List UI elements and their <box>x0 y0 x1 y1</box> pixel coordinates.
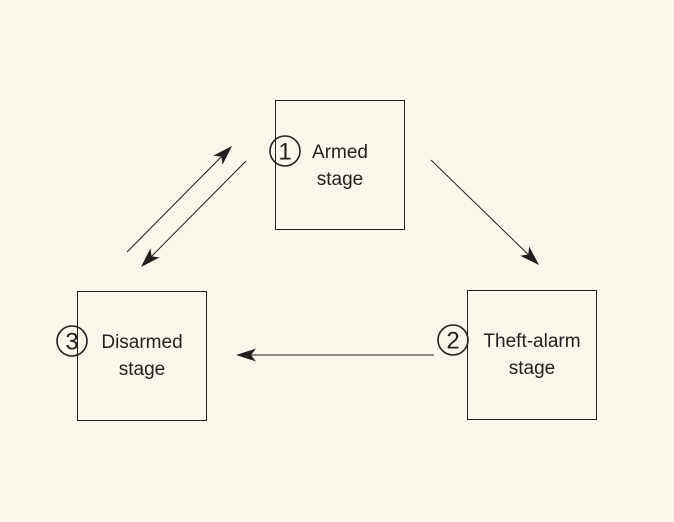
stage-theft-alarm-label-line1: Theft-alarm <box>483 331 580 352</box>
arrow-head <box>213 146 232 165</box>
stage-disarmed: 3 Disarmed stage <box>56 291 207 421</box>
arrow-stage-1-to-stage-3 <box>141 160 247 267</box>
arrow-head <box>141 248 160 267</box>
stage-armed-number-circle <box>269 135 301 167</box>
stage-armed-number: 1 <box>278 139 291 166</box>
arrow-shaft <box>430 159 529 255</box>
stage-disarmed-box <box>77 291 207 421</box>
transition-arrows <box>126 146 539 362</box>
arrow-shaft <box>126 156 222 253</box>
stage-theft-alarm: 2 Theft-alarm stage <box>437 290 597 420</box>
stage-disarmed-label-line1: Disarmed <box>101 332 182 353</box>
stage-disarmed-label-line2: stage <box>119 359 165 380</box>
stage-armed-label-line2: stage <box>317 169 363 190</box>
arrow-head <box>520 246 539 265</box>
arrow-shaft <box>151 160 247 257</box>
stage-armed-box <box>275 100 405 230</box>
stage-theft-alarm-box <box>467 290 597 420</box>
arrow-stage-2-to-stage-3 <box>236 348 434 362</box>
stage-armed: 1 Armed stage <box>269 100 405 230</box>
stage-theft-alarm-label-line2: stage <box>509 358 555 379</box>
arrow-stage-3-to-stage-1 <box>126 146 232 253</box>
stage-theft-alarm-number: 2 <box>446 328 459 355</box>
stage-theft-alarm-number-circle <box>437 324 469 356</box>
arrow-head <box>236 348 256 362</box>
stage-armed-label-line1: Armed <box>312 142 368 163</box>
stage-disarmed-number: 3 <box>65 329 78 356</box>
arrow-stage-1-to-stage-2 <box>430 159 539 265</box>
stage-disarmed-number-circle <box>56 325 88 357</box>
